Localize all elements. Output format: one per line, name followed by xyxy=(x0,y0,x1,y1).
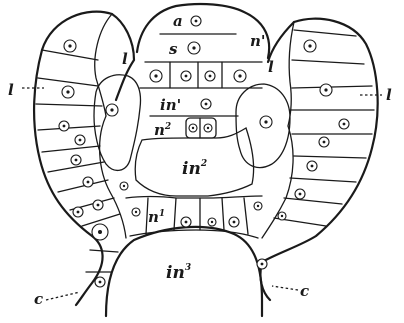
n1-cell-row xyxy=(120,182,262,238)
left-large-cell xyxy=(94,75,141,171)
label-in-prime: in' xyxy=(160,96,181,114)
label-s: s xyxy=(169,40,178,58)
right-lobe-cells xyxy=(257,22,374,269)
label-a: a xyxy=(173,12,183,30)
label-l-right-inner: l xyxy=(268,58,274,76)
label-leaders xyxy=(22,88,382,300)
label-c-right: c xyxy=(300,282,309,300)
label-l-left-inner: l xyxy=(122,50,128,68)
label-n-prime: n' xyxy=(250,32,266,50)
label-n2: n2 xyxy=(154,121,171,139)
labels: a s n' l l l l in' n2 in2 n1 in3 c c xyxy=(8,12,392,308)
left-lobe-cells xyxy=(36,14,126,240)
label-l-right-outer: l xyxy=(386,86,392,104)
label-n1: n1 xyxy=(148,208,165,226)
right-large-cell xyxy=(236,84,290,168)
label-l-left-outer: l xyxy=(8,81,14,99)
label-in3: in3 xyxy=(166,263,191,283)
label-in2: in2 xyxy=(182,159,207,179)
label-c-left: c xyxy=(34,290,43,308)
